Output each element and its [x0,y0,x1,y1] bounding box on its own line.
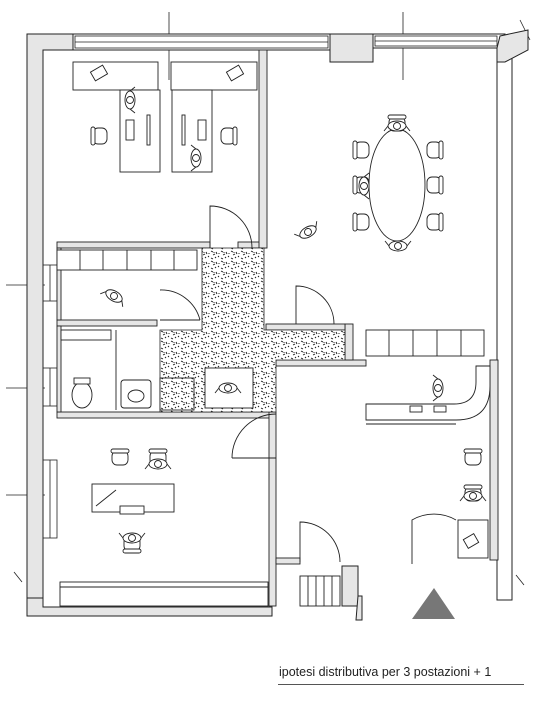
reception [365,365,491,559]
door-swing-icon [231,413,277,459]
door-swing-icon [295,285,335,325]
toilet-icon [71,381,93,409]
door-swing-icon [411,513,457,564]
door-swing-icon [299,521,341,563]
door-swings [159,205,457,564]
caption-underline [278,684,524,685]
reference-lines [6,12,531,586]
meeting-room [293,114,444,252]
office-bottom-left [59,448,269,607]
door-swing-icon [159,289,201,321]
office-top-left [72,61,258,173]
plan-caption: ipotesi distributiva per 3 postazioni + … [279,665,492,679]
door-swing-icon [209,205,253,249]
cabinets-upper [56,249,198,308]
cabinets-right [365,329,485,357]
north-arrow-icon [412,588,455,619]
shelving-bottom [299,575,341,607]
windows-top [42,35,498,539]
wc-block [60,329,254,411]
